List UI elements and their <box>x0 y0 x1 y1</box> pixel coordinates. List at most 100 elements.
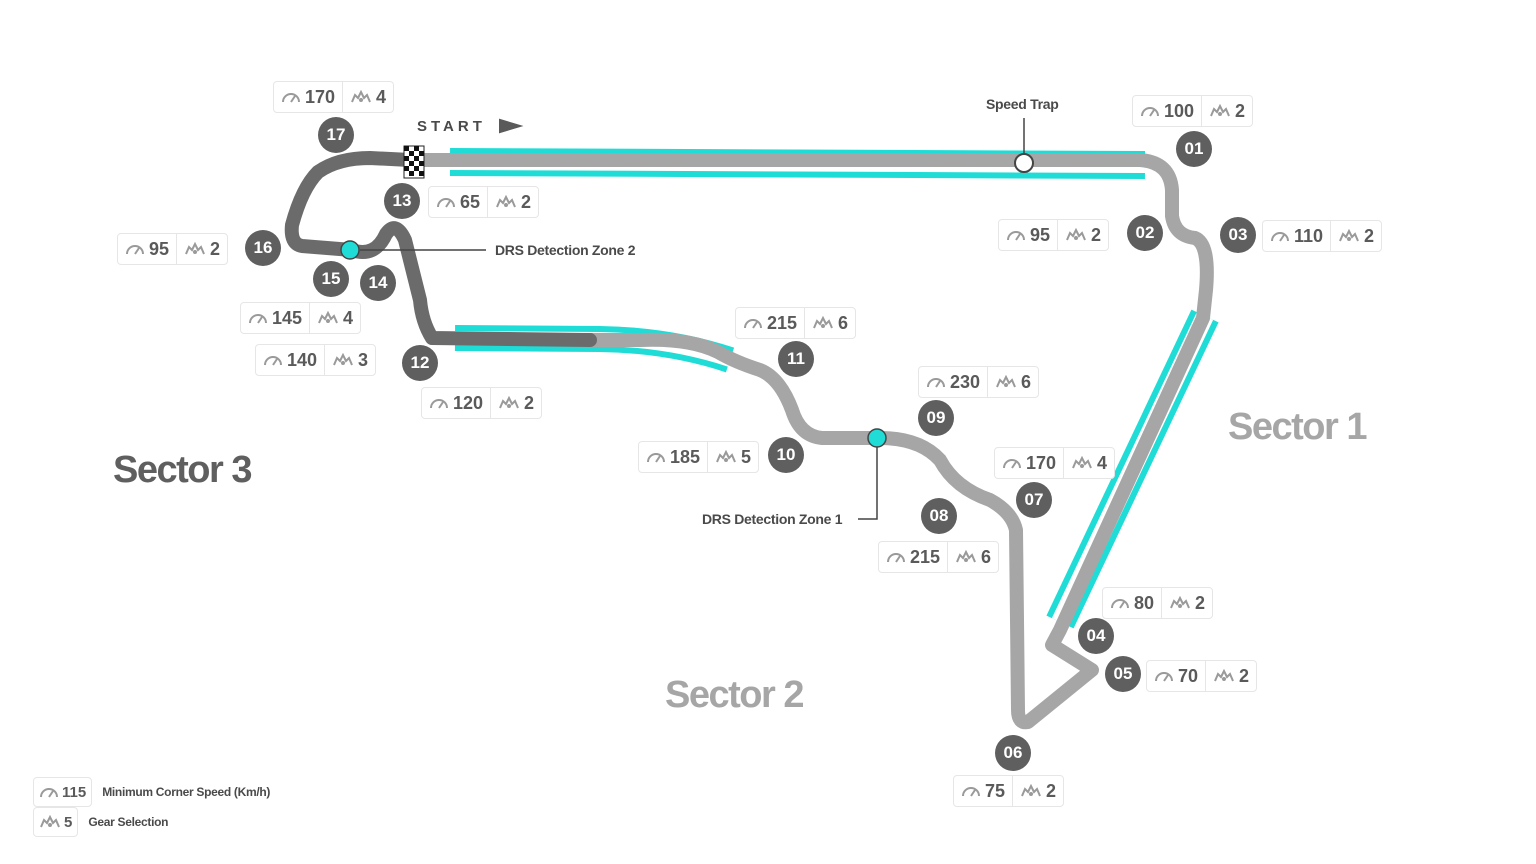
corner-info: 80 2 <box>1102 587 1214 619</box>
corner-min-speed: 185 <box>670 446 701 467</box>
legend-speed-sample: 115 <box>62 783 87 801</box>
corner-info: 230 6 <box>918 366 1040 398</box>
corner-gear: 4 <box>376 86 387 107</box>
corner-info: 75 2 <box>953 775 1065 807</box>
corner-min-speed: 215 <box>910 546 941 567</box>
speedometer-icon <box>39 785 59 799</box>
speedometer-icon <box>248 311 268 325</box>
speedometer-icon <box>961 784 981 798</box>
corner-min-speed: 230 <box>950 371 981 392</box>
turn-badge: 11 <box>778 341 814 377</box>
corner-gear: 6 <box>1021 371 1032 392</box>
corner-info: 110 2 <box>1262 220 1383 252</box>
turn-badge: 14 <box>360 265 396 301</box>
start-flag-icon <box>499 118 524 134</box>
turn-badge: 13 <box>384 183 420 219</box>
turn-badge: 07 <box>1016 482 1052 518</box>
speedometer-icon <box>1006 228 1026 242</box>
speedometer-icon <box>1110 596 1130 610</box>
corner-min-speed: 145 <box>272 307 303 328</box>
speedometer-icon <box>436 195 456 209</box>
legend-gear: 5 Gear Selection <box>33 807 168 837</box>
legend-speed-box: 115 <box>33 777 93 807</box>
gear-icon <box>1020 784 1042 798</box>
drs-detection-2-marker <box>340 240 486 260</box>
speedometer-icon <box>1154 669 1174 683</box>
corner-info: 140 3 <box>255 344 377 376</box>
corner-info: 95 2 <box>998 219 1110 251</box>
gear-icon <box>1065 228 1087 242</box>
corner-min-speed: 140 <box>287 349 318 370</box>
sector-2-label: Sector 2 <box>665 674 804 716</box>
corner-min-speed: 70 <box>1178 665 1199 686</box>
corner-info: 70 2 <box>1146 660 1258 692</box>
legend-gear-text: Gear Selection <box>88 815 169 829</box>
gear-icon <box>995 375 1017 389</box>
gear-icon <box>39 815 61 829</box>
corner-info: 145 4 <box>240 302 362 334</box>
drs-detection-1-marker <box>858 428 887 520</box>
drs-zone-2-label: DRS Detection Zone 2 <box>495 242 636 258</box>
turn-badge: 05 <box>1105 656 1141 692</box>
turn-badge: 03 <box>1220 217 1256 253</box>
speed-trap-label: Speed Trap <box>986 96 1059 112</box>
corner-info: 120 2 <box>421 387 543 419</box>
speedometer-icon <box>429 396 449 410</box>
gear-icon <box>812 316 834 330</box>
gear-icon <box>1071 456 1093 470</box>
turn-badge: 12 <box>402 345 438 381</box>
sector-1-label: Sector 1 <box>1228 406 1367 448</box>
corner-info: 215 6 <box>878 541 1000 573</box>
corner-min-speed: 110 <box>1294 225 1324 246</box>
gear-icon <box>715 450 737 464</box>
legend-gear-sample: 5 <box>64 813 73 831</box>
corner-min-speed: 95 <box>1030 224 1051 245</box>
speedometer-icon <box>1002 456 1022 470</box>
speedometer-icon <box>743 316 763 330</box>
speedometer-icon <box>1140 104 1160 118</box>
corner-min-speed: 215 <box>767 312 798 333</box>
speedometer-icon <box>646 450 666 464</box>
turn-badge: 17 <box>318 117 354 153</box>
gear-icon <box>184 242 206 256</box>
corner-info: 170 4 <box>273 81 395 113</box>
turn-badge: 15 <box>313 261 349 297</box>
legend-speed: 115 Minimum Corner Speed (Km/h) <box>33 777 270 807</box>
turn-badge: 01 <box>1176 131 1212 167</box>
turn-badge: 09 <box>918 400 954 436</box>
corner-info: 170 4 <box>994 447 1116 479</box>
speed-trap-marker <box>1014 118 1034 173</box>
corner-min-speed: 95 <box>149 238 170 259</box>
gear-icon <box>955 550 977 564</box>
turn-badge: 04 <box>1078 618 1114 654</box>
corner-min-speed: 120 <box>453 392 484 413</box>
corner-gear: 2 <box>524 392 535 413</box>
corner-gear: 5 <box>741 446 752 467</box>
speedometer-icon <box>886 550 906 564</box>
corner-info: 185 5 <box>638 441 760 473</box>
corner-min-speed: 170 <box>1026 452 1057 473</box>
corner-min-speed: 75 <box>985 780 1006 801</box>
corner-gear: 6 <box>981 546 992 567</box>
gear-icon <box>1169 596 1191 610</box>
track-sectors-1-2 <box>403 153 1214 730</box>
corner-gear: 2 <box>1239 665 1250 686</box>
corner-min-speed: 65 <box>460 191 481 212</box>
corner-gear: 2 <box>521 191 532 212</box>
speedometer-icon <box>281 90 301 104</box>
speedometer-icon <box>125 242 145 256</box>
legend-speed-text: Minimum Corner Speed (Km/h) <box>102 785 271 799</box>
sector-3-label: Sector 3 <box>113 449 252 491</box>
gear-icon <box>317 311 339 325</box>
turn-badge: 16 <box>245 230 281 266</box>
corner-gear: 2 <box>1195 592 1206 613</box>
corner-gear: 2 <box>1091 224 1102 245</box>
speedometer-icon <box>263 353 283 367</box>
corner-gear: 2 <box>1046 780 1057 801</box>
speedometer-icon <box>926 375 946 389</box>
corner-info: 215 6 <box>735 307 857 339</box>
corner-info: 95 2 <box>117 233 229 265</box>
gear-icon <box>498 396 520 410</box>
drs-zone-1-label: DRS Detection Zone 1 <box>702 511 843 527</box>
